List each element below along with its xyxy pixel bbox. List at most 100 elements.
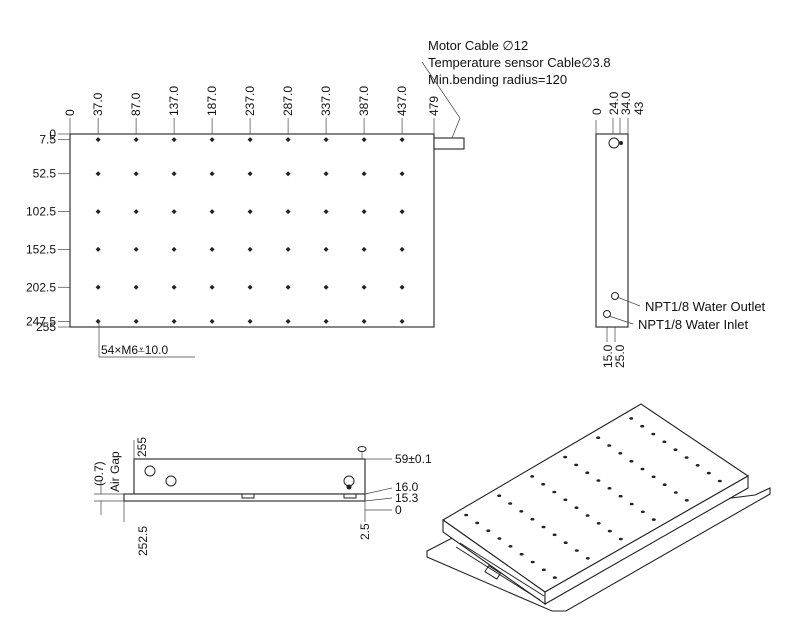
mounting-hole [323, 171, 329, 177]
mounting-hole [361, 137, 367, 143]
front-right-dim-3: 0 [395, 503, 402, 517]
side-x-dim-3: 43 [632, 101, 646, 115]
cable-notes: Motor Cable ∅12 Temperature sensor Cable… [428, 38, 611, 87]
mounting-hole [95, 246, 101, 252]
iso-hole [607, 529, 612, 533]
iso-hole [585, 557, 590, 560]
iso-hole [585, 471, 590, 475]
water-outlet-port [611, 292, 619, 300]
iso-hole [530, 475, 535, 478]
iso-hole [541, 482, 546, 486]
air-gap-value: (0.7) [92, 461, 106, 486]
mounting-hole [209, 284, 215, 290]
iso-hole [640, 467, 645, 471]
iso-hole [629, 417, 634, 420]
x-dim-label: 37.0 [91, 92, 105, 116]
side-view: 0 24.0 34.0 43 NPT1/8 Water Outlet NPT1/… [590, 91, 766, 368]
iso-hole [563, 541, 568, 544]
iso-hole [651, 475, 656, 479]
iso-hole [530, 517, 535, 521]
isometric-view [426, 403, 771, 612]
mounting-hole [399, 284, 405, 290]
mounting-hole [285, 318, 291, 324]
y-dim-label: 52.5 [33, 167, 57, 181]
y-dim-label: 102.5 [26, 205, 56, 219]
side-bottom-dim-1: 25.0 [613, 344, 627, 368]
mounting-hole [209, 209, 215, 215]
mounting-hole [95, 209, 101, 215]
air-gap-label: Air Gap [108, 451, 122, 492]
mounting-hole [95, 137, 101, 143]
temp-cable-note: Temperature sensor Cable∅3.8 [428, 55, 611, 70]
iso-hole [508, 545, 513, 548]
x-dim-label: 137.0 [167, 86, 181, 116]
y-dim-label: 247.5 [26, 314, 56, 328]
iso-hole [519, 552, 524, 556]
mounting-hole [247, 246, 253, 252]
iso-hole [497, 494, 502, 498]
top-x-extension-lines [69, 118, 435, 134]
mounting-hole [285, 284, 291, 290]
mounting-hole [209, 318, 215, 324]
front-right-dim-2: 15.3 [395, 491, 419, 505]
iso-hole [640, 424, 645, 428]
mounting-hole [133, 209, 139, 215]
water-inlet-label: NPT1/8 Water Inlet [638, 317, 748, 332]
iso-hole [651, 518, 656, 521]
mounting-hole [323, 318, 329, 324]
mounting-hole [323, 137, 329, 143]
mounting-hole [133, 171, 139, 177]
mounting-hole [133, 284, 139, 290]
mounting-hole [171, 171, 177, 177]
iso-hole [662, 440, 667, 444]
iso-hole [464, 513, 469, 517]
iso-hole [706, 471, 711, 475]
mounting-hole [399, 209, 405, 215]
mounting-hole [399, 171, 405, 177]
iso-hole [618, 494, 623, 498]
iso-hole [508, 502, 513, 505]
plate-outline [69, 133, 435, 328]
mounting-hole [399, 246, 405, 252]
x-dim-label: 437.0 [395, 86, 409, 116]
iso-hole [563, 455, 568, 459]
iso-hole [563, 498, 568, 502]
iso-hole [541, 525, 546, 529]
x-dim-label: 237.0 [243, 86, 257, 116]
hole-callout-leader [98, 320, 195, 358]
side-x-dim-0: 0 [590, 108, 604, 115]
mounting-holes [95, 137, 405, 324]
iso-hole [552, 533, 557, 537]
mounting-hole [95, 318, 101, 324]
iso-hole [684, 499, 689, 502]
mounting-hole [285, 209, 291, 215]
mounting-hole [133, 246, 139, 252]
mounting-hole [285, 246, 291, 252]
iso-hole [596, 436, 601, 440]
iso-hole [552, 576, 557, 579]
side-x-dim-2: 34.0 [619, 91, 633, 115]
mounting-hole [209, 171, 215, 177]
iso-hole [574, 506, 579, 510]
mounting-hole [361, 171, 367, 177]
iso-hole [530, 560, 535, 564]
mounting-hole [323, 284, 329, 290]
mounting-hole [285, 171, 291, 177]
mounting-hole [247, 137, 253, 143]
front-right-dim-0: 59±0.1 [395, 452, 432, 466]
iso-hole [717, 479, 722, 483]
iso-holes [464, 417, 722, 579]
iso-hole [552, 490, 557, 494]
y-dim-label: 152.5 [26, 242, 56, 256]
mounting-hole [247, 209, 253, 215]
top-y-extension-lines [58, 133, 70, 328]
mounting-hole [247, 171, 253, 177]
iso-hole [640, 510, 645, 514]
mounting-hole [247, 318, 253, 324]
x-dim-label: 337.0 [319, 86, 333, 116]
iso-hole [596, 522, 601, 525]
y-dim-label: 0 [49, 127, 56, 141]
y-dim-label: 202.5 [26, 280, 56, 294]
iso-hole [486, 529, 491, 532]
